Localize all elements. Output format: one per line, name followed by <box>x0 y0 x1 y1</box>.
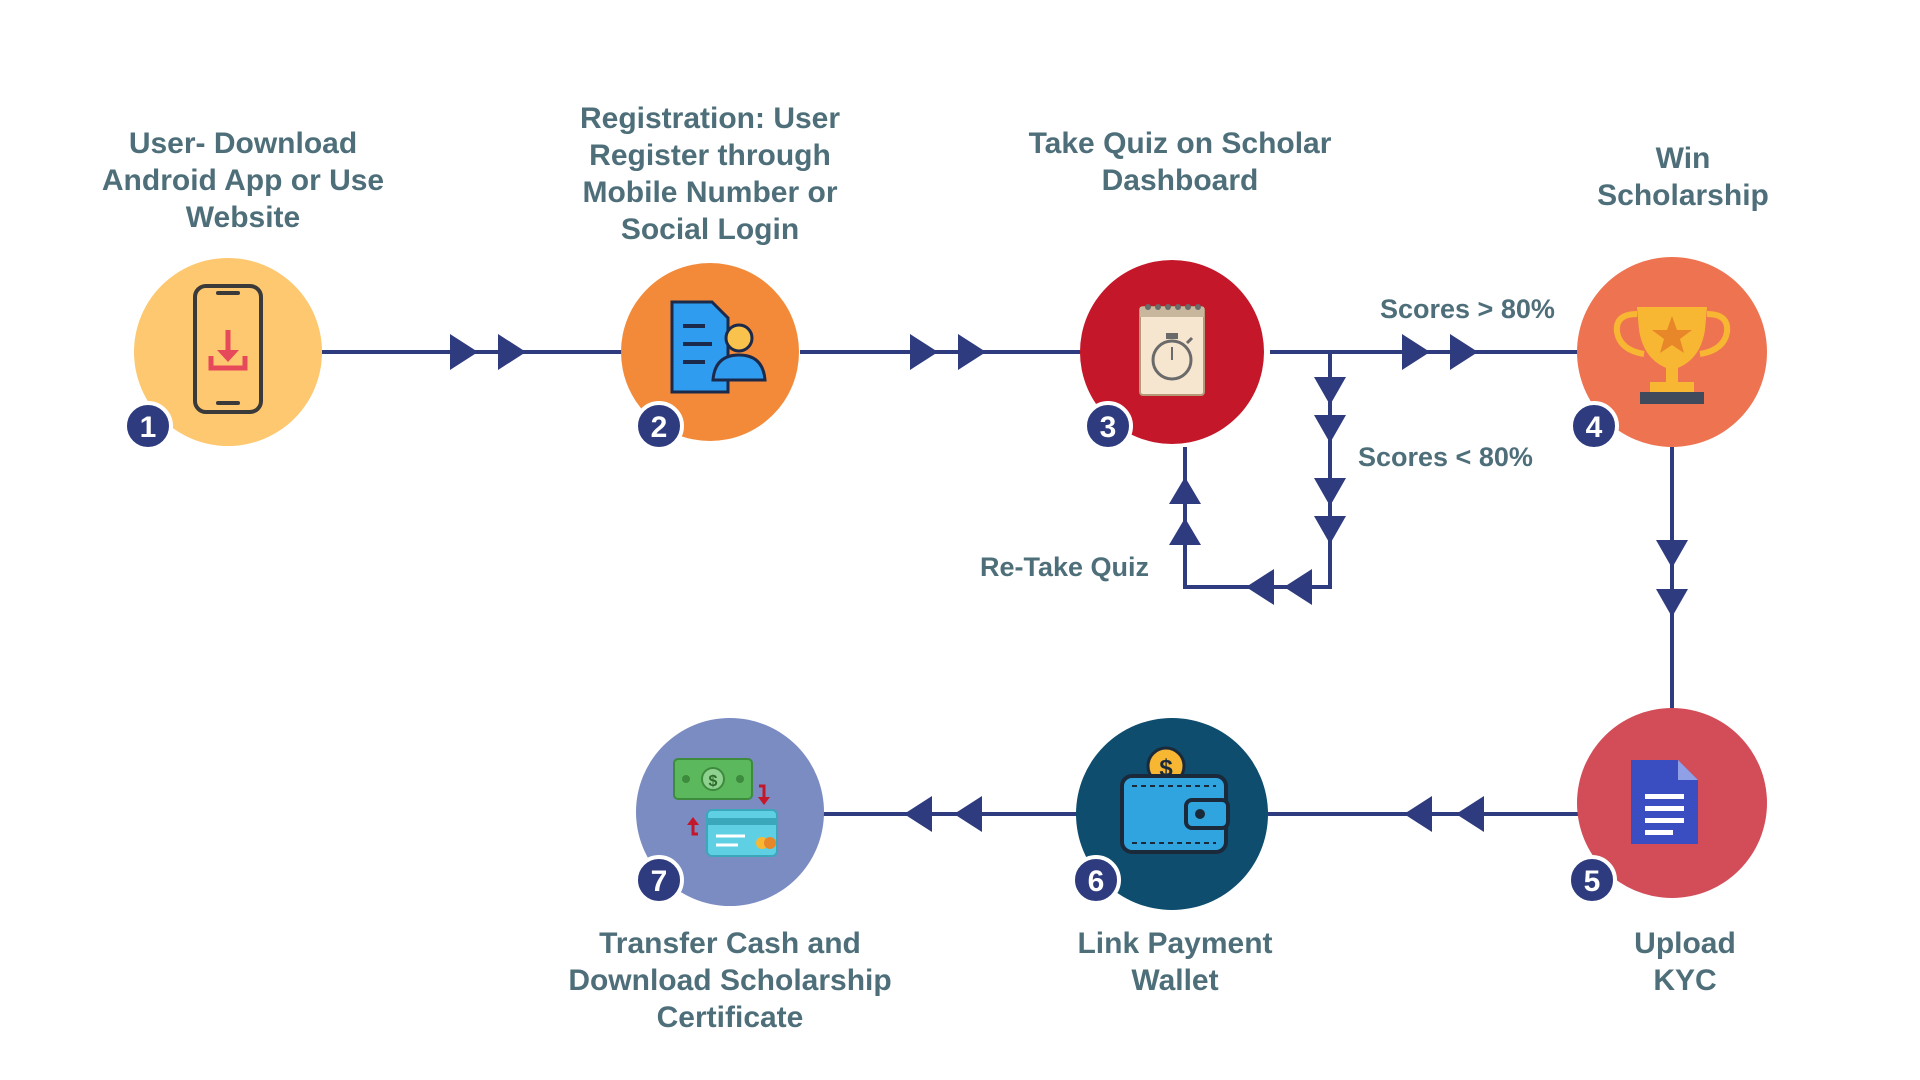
user-registration-document-icon <box>670 300 767 394</box>
arrow-down <box>1314 516 1346 544</box>
arrow-right <box>1450 334 1478 370</box>
step-2-number: 2 <box>651 411 668 444</box>
step-3: 3 <box>1080 260 1264 451</box>
step-3-label: Take Quiz on Scholar Dashboard <box>1028 127 1332 197</box>
arrow-up <box>1169 518 1201 545</box>
step-6-number: 6 <box>1088 865 1105 898</box>
arrow-left <box>954 796 982 832</box>
phone-download-icon <box>193 284 263 414</box>
arrow-left <box>1404 796 1432 832</box>
step-1: 1 <box>123 258 322 451</box>
arrow-down <box>1656 540 1688 568</box>
step-6-label: Link Payment Wallet <box>1077 927 1273 997</box>
step-5-number: 5 <box>1584 865 1601 898</box>
arrow-left <box>904 796 932 832</box>
arrow-right <box>958 334 986 370</box>
step-1-number: 1 <box>140 411 157 444</box>
arrow-down <box>1656 589 1688 617</box>
step-7: $ 7 <box>634 718 824 906</box>
step-5-badge <box>1567 855 1617 905</box>
arrow-right <box>910 334 938 370</box>
step-5-label: Upload KYC <box>1634 927 1736 997</box>
step-7-badge <box>634 855 684 905</box>
step-2-label: Registration: User Register through Mobi… <box>579 102 841 246</box>
step-4-label: Win Scholarship <box>1597 142 1769 212</box>
step-2: 2 <box>621 263 799 451</box>
step-5: 5 <box>1567 708 1767 905</box>
step-7-number: 7 <box>651 865 668 898</box>
step-1-label: User- Download Android App or Use Websit… <box>101 127 385 234</box>
arrow-right <box>498 334 526 370</box>
edge-label-fail: Scores < 80% <box>1358 442 1533 472</box>
step-4-badge <box>1569 401 1619 451</box>
arrow-left <box>1284 569 1312 605</box>
step-2-badge <box>634 401 684 451</box>
step-7-label: Transfer Cash and Download Scholarship C… <box>568 927 892 1034</box>
step-1-badge <box>123 401 173 451</box>
svg-text:$: $ <box>709 773 718 790</box>
cash-card-transfer-icon: $ <box>673 758 778 857</box>
arrowheads <box>450 334 1688 832</box>
wallet-icon: $ <box>1120 746 1230 854</box>
arrow-up <box>1169 477 1201 504</box>
document-icon <box>1631 760 1698 844</box>
arrow-down <box>1314 478 1346 506</box>
arrow-down <box>1314 415 1346 443</box>
arrow-right <box>1402 334 1430 370</box>
quiz-timer-notepad-icon <box>1139 304 1205 396</box>
step-4-number: 4 <box>1586 411 1603 444</box>
arrow-right <box>450 334 478 370</box>
arrow-left <box>1246 569 1274 605</box>
arrow-down <box>1314 377 1346 405</box>
edge-label-retake: Re-Take Quiz <box>980 552 1150 582</box>
step-6-badge <box>1071 855 1121 905</box>
edge-label-pass: Scores > 80% <box>1380 294 1555 324</box>
trophy-icon <box>1613 307 1731 404</box>
step-4: 4 <box>1569 257 1767 451</box>
step-6: $ 6 <box>1071 718 1268 910</box>
step-3-badge <box>1083 401 1133 451</box>
step-3-number: 3 <box>1100 411 1117 444</box>
arrow-left <box>1456 796 1484 832</box>
connectors <box>322 350 1674 816</box>
